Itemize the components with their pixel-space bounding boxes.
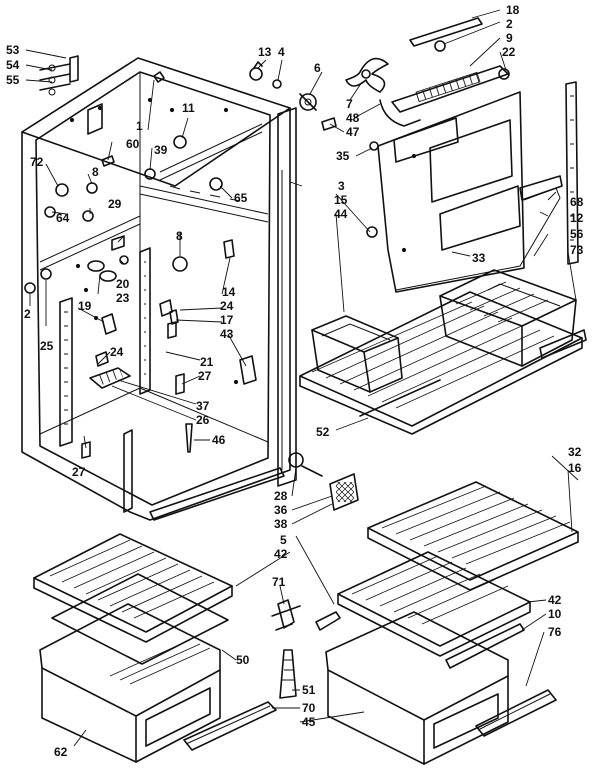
callout-62: 62 (54, 745, 68, 759)
callout-48: 48 (346, 111, 360, 125)
callout-70: 70 (302, 701, 316, 715)
callout-5: 5 (280, 533, 287, 547)
callout-47: 47 (346, 125, 360, 139)
callout-25: 25 (40, 339, 54, 353)
callout-32: 32 (568, 445, 582, 459)
shelf-supports (24, 177, 378, 459)
callout-13: 13 (258, 45, 272, 59)
callout-labels: 53 54 55 13 4 6 18 2 9 22 7 48 47 35 1 1… (6, 3, 584, 759)
callout-6: 6 (314, 61, 321, 75)
crisper-drawer-right (325, 611, 525, 765)
callout-35: 35 (336, 149, 350, 163)
callout-42-center: 42 (274, 547, 288, 561)
callout-46: 46 (212, 433, 226, 447)
callout-14: 14 (222, 285, 236, 299)
callout-16: 16 (568, 461, 582, 475)
water-filter-valve (271, 599, 301, 699)
callout-73: 73 (570, 243, 584, 257)
callout-72: 72 (30, 155, 44, 169)
callout-54: 54 (6, 58, 20, 72)
callout-44: 44 (334, 207, 348, 221)
callout-18: 18 (506, 3, 520, 17)
callout-3: 3 (338, 179, 345, 193)
callout-10: 10 (548, 607, 562, 621)
callout-8-mid: 8 (176, 229, 183, 243)
freezer-bin-small (311, 315, 403, 393)
callout-43: 43 (220, 327, 234, 341)
callout-53: 53 (6, 43, 20, 57)
callout-38: 38 (274, 517, 288, 531)
freezer-basket (439, 269, 587, 367)
callout-24-right: 24 (220, 299, 234, 313)
callout-7: 7 (346, 97, 353, 111)
callout-50: 50 (236, 653, 250, 667)
drawer-handle-left (183, 701, 277, 751)
callout-27-upper: 27 (198, 369, 212, 383)
callout-8-upper: 8 (92, 165, 99, 179)
callout-56: 56 (570, 227, 584, 241)
callout-20: 20 (116, 277, 130, 291)
top-hinge-assembly (39, 55, 103, 135)
callout-68: 68 (570, 195, 584, 209)
cabinet-liner (21, 57, 297, 521)
callout-11: 11 (182, 101, 195, 115)
callout-2-left: 2 (24, 307, 31, 321)
callout-60: 60 (126, 137, 140, 151)
callout-21: 21 (200, 355, 214, 369)
callout-76: 76 (548, 625, 562, 639)
callout-52: 52 (316, 425, 330, 439)
leader-lines (25, 9, 579, 747)
crisper-drawer-left (39, 603, 221, 763)
callout-71: 71 (272, 575, 286, 589)
callout-1: 1 (136, 119, 143, 133)
callout-19: 19 (78, 299, 92, 313)
fresh-food-shelf-upper-right (367, 481, 579, 591)
drawer-handle-right (475, 689, 557, 737)
callout-64: 64 (56, 211, 70, 225)
fresh-food-shelf-left (33, 533, 233, 665)
callout-42-right: 42 (548, 593, 562, 607)
callout-29: 29 (108, 197, 122, 211)
callout-23: 23 (116, 291, 130, 305)
callout-37: 37 (196, 399, 210, 413)
callout-24-left: 24 (110, 345, 124, 359)
callout-15: 15 (334, 193, 348, 207)
callout-27-lower: 27 (72, 465, 86, 479)
callout-28: 28 (274, 489, 288, 503)
callout-51: 51 (302, 683, 316, 697)
callout-55: 55 (6, 73, 20, 87)
callout-22: 22 (502, 45, 516, 59)
door-gasket-strip (565, 81, 579, 265)
temperature-control-parts (101, 61, 282, 180)
air-duct-cover (379, 17, 510, 127)
callout-17: 17 (220, 313, 234, 327)
callout-65: 65 (234, 191, 248, 205)
callout-26: 26 (196, 413, 210, 427)
callout-45: 45 (302, 715, 316, 729)
callout-2-top: 2 (506, 17, 513, 31)
callout-33: 33 (472, 251, 486, 265)
light-socket-assembly (288, 452, 359, 511)
callout-39: 39 (154, 143, 168, 157)
callout-9: 9 (506, 31, 513, 45)
freezer-wire-shelf (299, 291, 583, 435)
evaporator-back-panel (377, 91, 563, 293)
callout-12: 12 (570, 211, 584, 225)
callout-4: 4 (278, 45, 285, 59)
callout-36: 36 (274, 503, 288, 517)
light-switch-bracket (89, 367, 131, 389)
